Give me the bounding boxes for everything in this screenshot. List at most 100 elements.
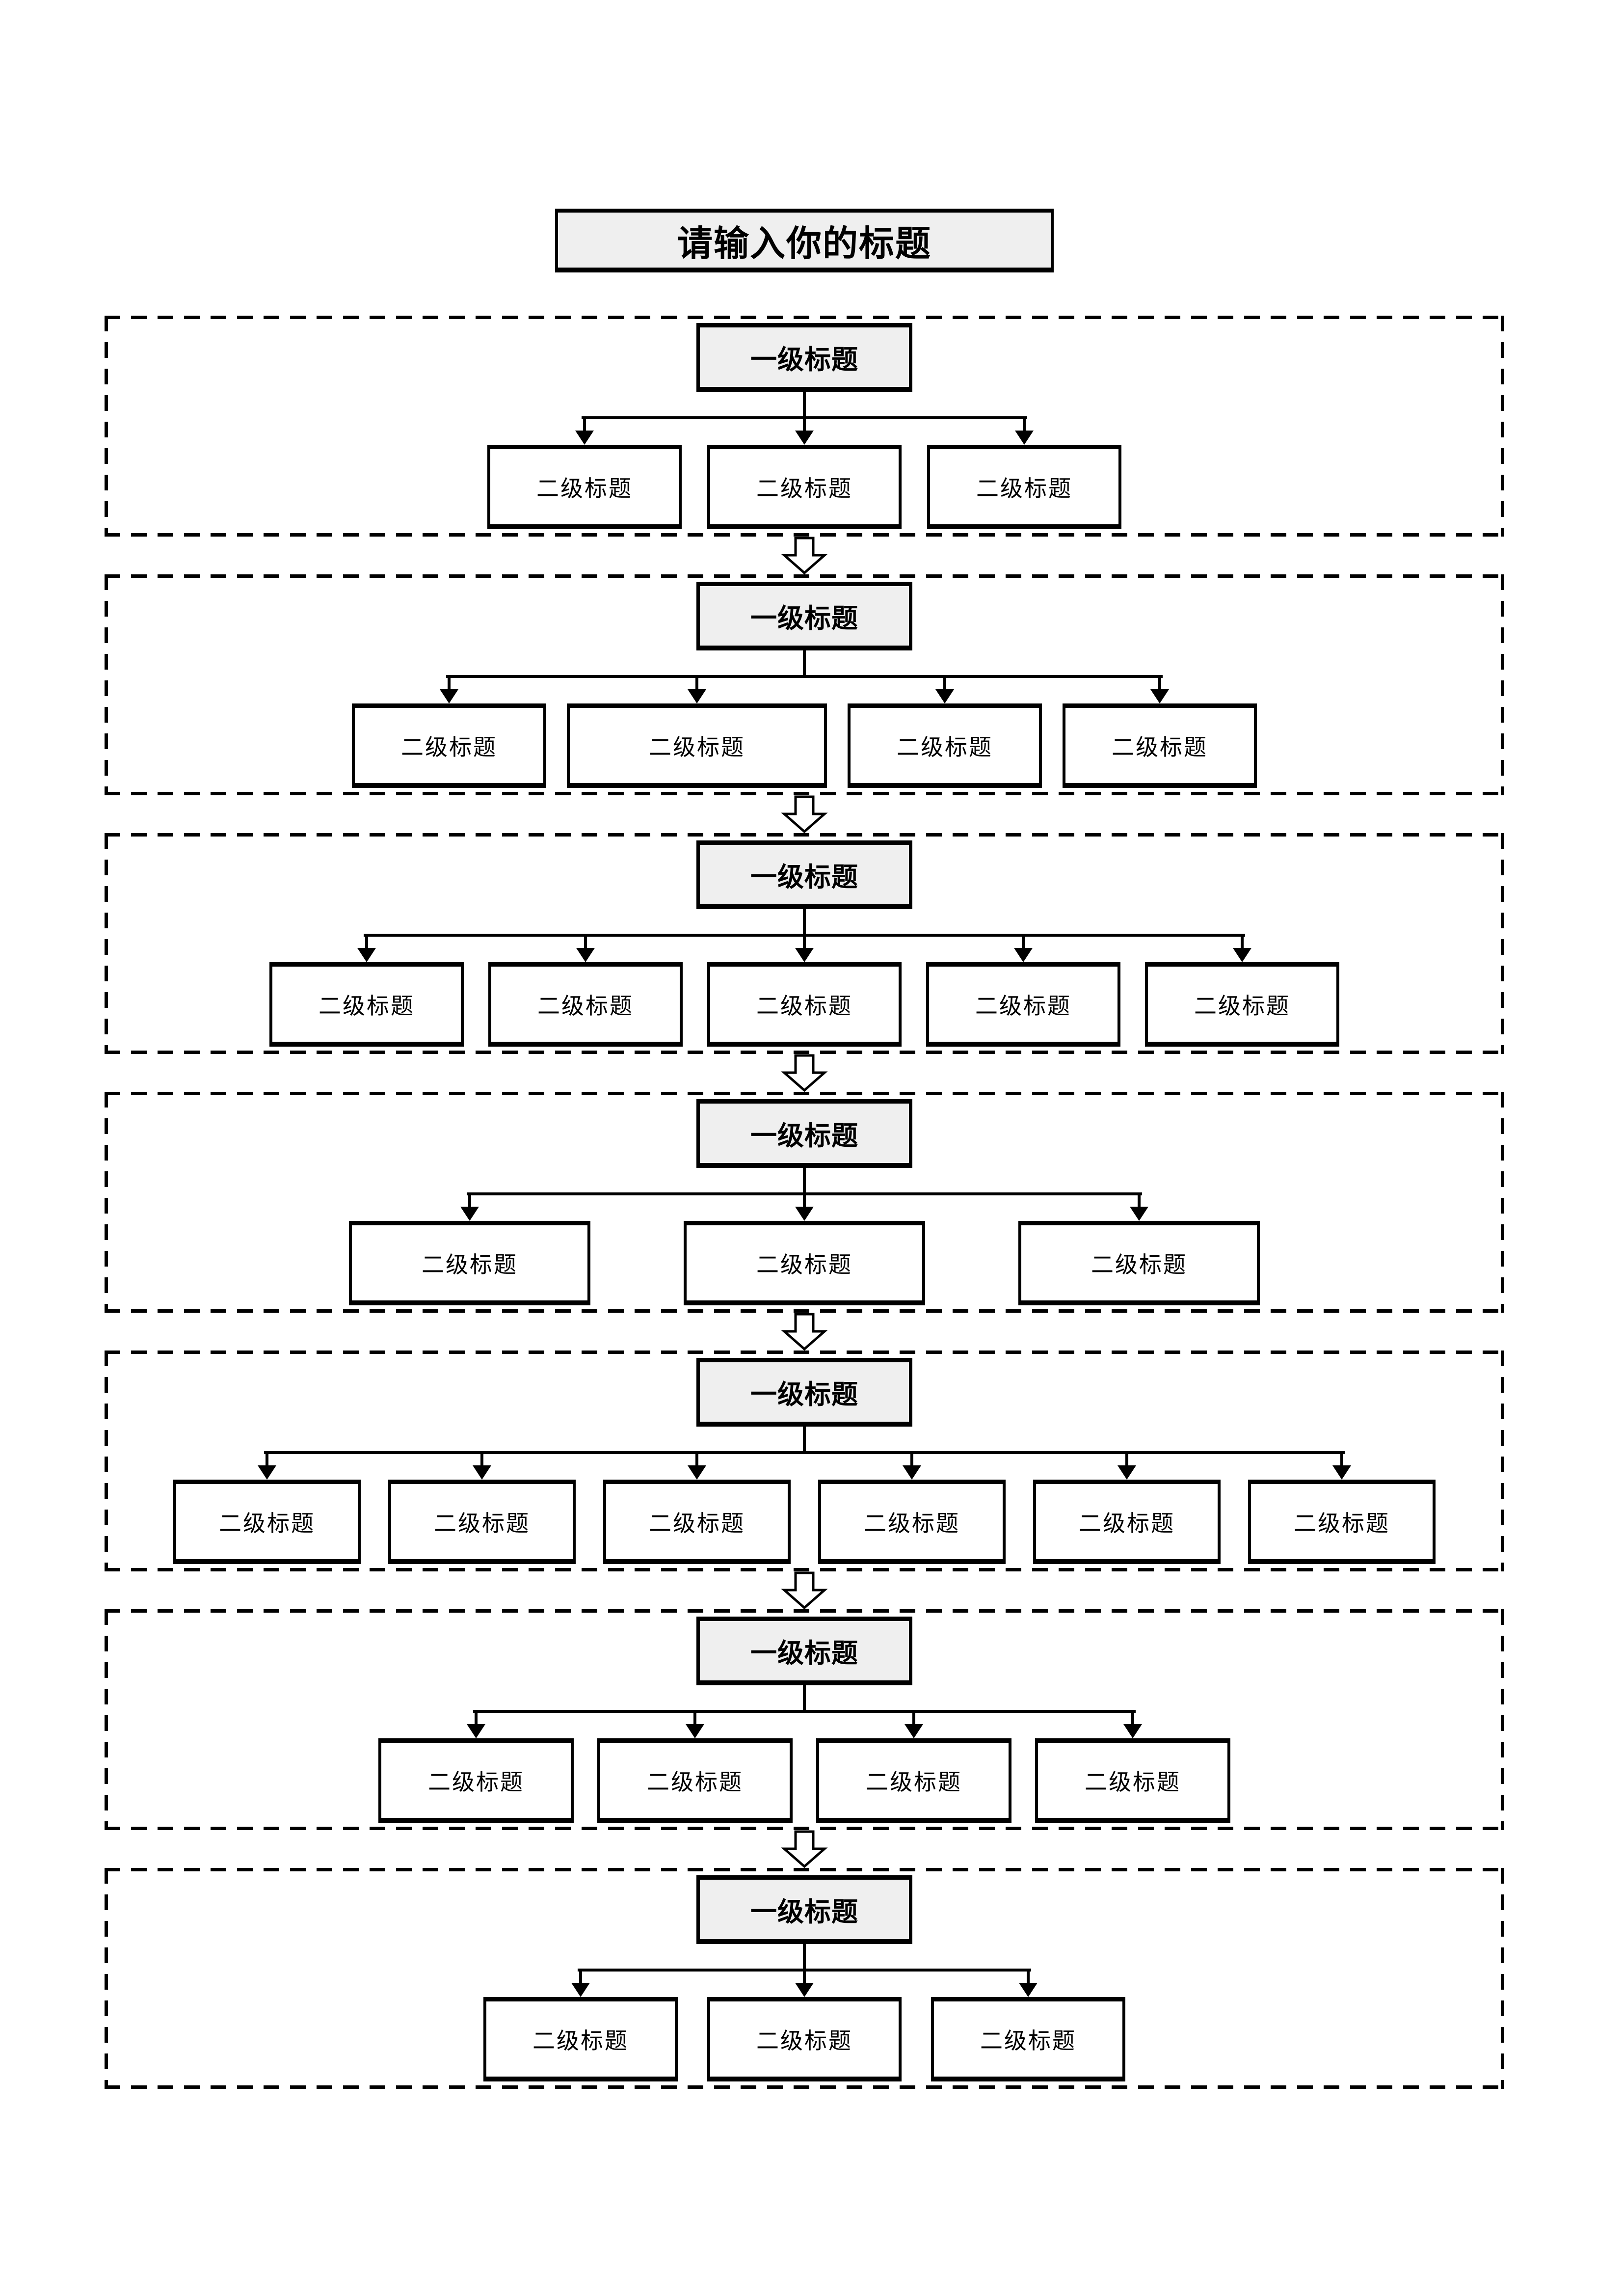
children-row: 二级标题 二级标题 二级标题: [105, 1192, 1504, 1305]
down-arrow-icon: [781, 1313, 828, 1351]
level2-node[interactable]: 二级标题: [1248, 1480, 1436, 1564]
level2-label: 二级标题: [219, 1511, 315, 1536]
down-arrow-icon: [781, 537, 828, 574]
level2-node[interactable]: 二级标题: [848, 703, 1042, 788]
arrowhead-icon: [1035, 1710, 1230, 1738]
level2-node[interactable]: 二级标题: [1033, 1480, 1221, 1564]
down-arrow-icon: [781, 1830, 828, 1868]
section-panel-2: 一级标题 二级标题 二级标题 二级标题 二级标题: [105, 574, 1504, 795]
level2-label: 二级标题: [1079, 1511, 1175, 1536]
children-row: 二级标题 二级标题 二级标题: [105, 416, 1504, 529]
branch-column: 二级标题: [352, 675, 546, 788]
level2-label: 二级标题: [975, 993, 1071, 1019]
level2-node[interactable]: 二级标题: [1063, 703, 1257, 788]
level2-label: 二级标题: [1194, 993, 1290, 1019]
section-connector: [105, 1830, 1504, 1868]
arrowhead-icon: [1018, 1192, 1260, 1221]
level2-node[interactable]: 二级标题: [931, 1997, 1125, 2081]
level1-label: 一级标题: [750, 345, 858, 375]
branch-column: 二级标题: [927, 416, 1121, 529]
arrowhead-icon: [388, 1451, 576, 1480]
level2-node[interactable]: 二级标题: [1035, 1738, 1230, 1823]
level2-node[interactable]: 二级标题: [487, 445, 682, 529]
level2-node[interactable]: 二级标题: [926, 962, 1120, 1047]
level2-node[interactable]: 二级标题: [378, 1738, 574, 1823]
level2-node[interactable]: 二级标题: [603, 1480, 791, 1564]
level2-node[interactable]: 二级标题: [349, 1221, 590, 1305]
level1-node[interactable]: 一级标题: [696, 1875, 912, 1944]
connector-stem: [803, 1685, 806, 1710]
branch-column: 二级标题: [1248, 1451, 1436, 1564]
branch-column: 二级标题: [816, 1710, 1011, 1823]
branch-column: 二级标题: [269, 934, 464, 1047]
level1-node[interactable]: 一级标题: [696, 323, 912, 392]
level2-label: 二级标题: [401, 734, 497, 760]
arrowhead-icon: [707, 416, 902, 445]
level2-node[interactable]: 二级标题: [816, 1738, 1011, 1823]
section-panel-5: 一级标题 二级标题 二级标题 二级标题 二级标题: [105, 1351, 1504, 1571]
level2-node[interactable]: 二级标题: [684, 1221, 925, 1305]
level2-node[interactable]: 二级标题: [567, 703, 827, 788]
level2-label: 二级标题: [319, 993, 415, 1019]
level1-node[interactable]: 一级标题: [696, 1099, 912, 1168]
section-panel-7: 一级标题 二级标题 二级标题 二级标题: [105, 1868, 1504, 2089]
title-box[interactable]: 请输入你的标题: [555, 209, 1054, 272]
section-panel-4: 一级标题 二级标题 二级标题 二级标题: [105, 1092, 1504, 1313]
branch-column: 二级标题: [173, 1451, 361, 1564]
branch-row: 二级标题 二级标题 二级标题: [483, 1969, 1125, 2081]
branch-column: 二级标题: [931, 1969, 1125, 2081]
level2-node[interactable]: 二级标题: [818, 1480, 1006, 1564]
level2-node[interactable]: 二级标题: [488, 962, 683, 1047]
section-connector: [105, 1571, 1504, 1609]
level2-node[interactable]: 二级标题: [483, 1997, 678, 2081]
level2-node[interactable]: 二级标题: [173, 1480, 361, 1564]
level1-node[interactable]: 一级标题: [696, 840, 912, 909]
flowchart-page: 请输入你的标题 一级标题 二级标题 二级标题 二级标题: [105, 0, 1504, 2089]
branch-column: 二级标题: [1035, 1710, 1230, 1823]
level1-node[interactable]: 一级标题: [696, 1358, 912, 1427]
arrowhead-icon: [1063, 675, 1257, 703]
branch-row: 二级标题 二级标题 二级标题: [487, 416, 1121, 529]
arrowhead-icon: [926, 934, 1120, 962]
level2-label: 二级标题: [536, 476, 633, 501]
level2-node[interactable]: 二级标题: [707, 1997, 902, 2081]
level2-node[interactable]: 二级标题: [269, 962, 464, 1047]
title-text: 请输入你的标题: [677, 224, 931, 264]
level2-node[interactable]: 二级标题: [707, 445, 902, 529]
arrowhead-icon: [707, 934, 902, 962]
branch-row: 二级标题 二级标题 二级标题 二级标题: [352, 675, 1257, 788]
connector-stem: [803, 392, 806, 416]
level1-label: 一级标题: [750, 1639, 858, 1668]
level2-node[interactable]: 二级标题: [388, 1480, 576, 1564]
arrowhead-icon: [684, 1192, 925, 1221]
level2-label: 二级标题: [1112, 734, 1208, 760]
branch-column: 二级标题: [926, 934, 1120, 1047]
level1-node[interactable]: 一级标题: [696, 1617, 912, 1685]
arrowhead-icon: [352, 675, 546, 703]
branch-column: 二级标题: [487, 416, 682, 529]
children-row: 二级标题 二级标题 二级标题: [105, 1969, 1504, 2081]
level1-node[interactable]: 一级标题: [696, 582, 912, 650]
branch-column: 二级标题: [1145, 934, 1339, 1047]
arrowhead-icon: [816, 1710, 1011, 1738]
level2-node[interactable]: 二级标题: [927, 445, 1121, 529]
level2-node[interactable]: 二级标题: [1018, 1221, 1260, 1305]
level2-label: 二级标题: [756, 476, 852, 501]
level1-label: 一级标题: [750, 1380, 858, 1409]
level2-label: 二级标题: [756, 1252, 852, 1277]
section-connector: [105, 537, 1504, 574]
arrowhead-icon: [488, 934, 683, 962]
level2-label: 二级标题: [980, 2028, 1076, 2053]
children-row: 二级标题 二级标题 二级标题 二级标题 二级标题: [105, 1451, 1504, 1564]
level2-node[interactable]: 二级标题: [707, 962, 902, 1047]
section-panel-1: 一级标题 二级标题 二级标题 二级标题: [105, 316, 1504, 537]
branch-column: 二级标题: [378, 1710, 574, 1823]
level2-label: 二级标题: [976, 476, 1072, 501]
branch-column: 二级标题: [707, 416, 902, 529]
level2-node[interactable]: 二级标题: [597, 1738, 793, 1823]
level2-node[interactable]: 二级标题: [352, 703, 546, 788]
section-connector: [105, 1054, 1504, 1092]
level2-label: 二级标题: [434, 1511, 530, 1536]
arrowhead-icon: [1145, 934, 1339, 962]
level2-node[interactable]: 二级标题: [1145, 962, 1339, 1047]
